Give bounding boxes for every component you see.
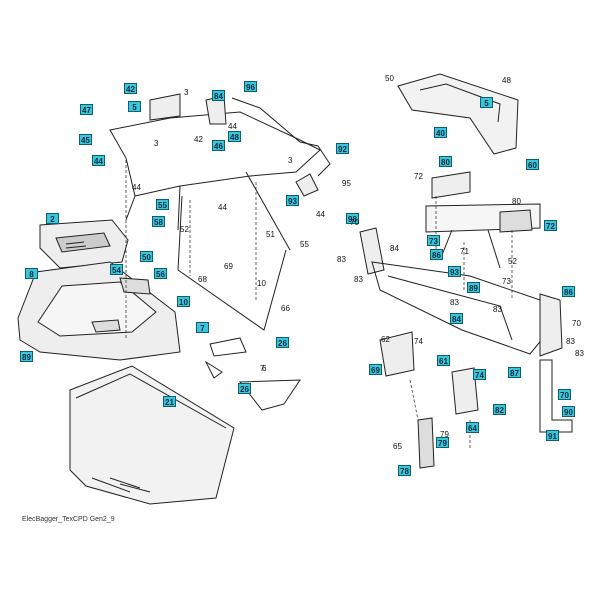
- mid-frame: [425, 171, 541, 269]
- callout-8: 8: [25, 268, 38, 279]
- callout-42: 42: [124, 83, 137, 94]
- callout-70: 70: [558, 389, 571, 400]
- callout-78: 78: [398, 465, 411, 476]
- callout-92: 92: [336, 143, 349, 154]
- callout-93: 93: [286, 195, 299, 206]
- callout-26-b: 26: [238, 383, 251, 394]
- label-73: 73: [502, 277, 511, 286]
- label-6: 6: [262, 364, 267, 373]
- label-83: 83: [566, 337, 575, 346]
- callout-72: 72: [544, 220, 557, 231]
- label-50: 50: [385, 74, 394, 83]
- callout-26: 26: [276, 337, 289, 348]
- callout-44: 44: [92, 155, 105, 166]
- top-bracket: [397, 73, 519, 155]
- callout-87: 87: [508, 367, 521, 378]
- hitch-frame: [359, 227, 563, 357]
- label-55: 55: [300, 240, 309, 249]
- label-3: 3: [184, 88, 189, 97]
- callout-86: 86: [430, 249, 443, 260]
- label-79: 79: [440, 430, 449, 439]
- label-95: 95: [342, 179, 351, 188]
- callout-61: 61: [437, 355, 450, 366]
- upper-frame: [109, 93, 331, 331]
- label-3: 3: [154, 139, 159, 148]
- label-44: 44: [132, 183, 141, 192]
- label-51: 51: [266, 230, 275, 239]
- label-70: 70: [572, 319, 581, 328]
- callout-89-b: 89: [467, 282, 480, 293]
- callout-79: 79: [436, 437, 449, 448]
- bag-lid: [39, 219, 129, 269]
- callout-58: 58: [152, 216, 165, 227]
- callout-82: 82: [493, 404, 506, 415]
- label-65: 65: [393, 442, 402, 451]
- callout-7: 7: [196, 322, 209, 333]
- callout-21: 21: [163, 396, 176, 407]
- callout-80: 80: [439, 156, 452, 167]
- callout-48: 48: [228, 131, 241, 142]
- label-84: 84: [390, 244, 399, 253]
- callout-10: 10: [177, 296, 190, 307]
- callout-56: 56: [154, 268, 167, 279]
- callout-74: 74: [473, 369, 486, 380]
- callout-5-b: 5: [480, 97, 493, 108]
- callout-40: 40: [434, 127, 447, 138]
- callout-64: 64: [466, 422, 479, 433]
- label-83: 83: [450, 298, 459, 307]
- lever-parts: [119, 277, 301, 411]
- label-42: 42: [194, 135, 203, 144]
- label-74: 74: [414, 337, 423, 346]
- label-83: 83: [337, 255, 346, 264]
- label-44: 44: [316, 210, 325, 219]
- label-52: 52: [180, 225, 189, 234]
- callout-2: 2: [46, 213, 59, 224]
- label-66: 66: [281, 304, 290, 313]
- callout-54: 54: [110, 264, 123, 275]
- callout-91: 91: [546, 430, 559, 441]
- label-44: 44: [218, 203, 227, 212]
- callout-46: 46: [212, 140, 225, 151]
- label-48: 48: [502, 76, 511, 85]
- label-10: 10: [257, 279, 266, 288]
- label-80: 80: [512, 197, 521, 206]
- label-72: 72: [414, 172, 423, 181]
- diagram-caption: ElecBagger_TexCPD Gen2_9: [22, 516, 115, 523]
- callout-89: 89: [20, 351, 33, 362]
- callout-84-b: 84: [450, 313, 463, 324]
- label-44: 44: [228, 122, 237, 131]
- label-3: 3: [288, 156, 293, 165]
- label-83: 83: [575, 349, 584, 358]
- label-69: 69: [224, 262, 233, 271]
- callout-60: 60: [526, 159, 539, 170]
- lower-parts: [379, 331, 573, 469]
- label-62: 62: [381, 335, 390, 344]
- label-52: 52: [508, 257, 517, 266]
- callout-69: 69: [369, 364, 382, 375]
- callout-93-b: 93: [448, 266, 461, 277]
- label-7: 7: [260, 364, 265, 373]
- callout-98: 98: [346, 213, 359, 224]
- label-68: 68: [198, 275, 207, 284]
- callout-55: 55: [156, 199, 169, 210]
- callout-5: 5: [128, 101, 141, 112]
- callout-86-b: 86: [562, 286, 575, 297]
- callout-73: 73: [427, 235, 440, 246]
- callout-50: 50: [140, 251, 153, 262]
- callout-90: 90: [562, 406, 575, 417]
- callout-96: 96: [244, 81, 257, 92]
- label-71: 71: [460, 247, 469, 256]
- label-70: 70: [350, 218, 359, 227]
- label-83: 83: [354, 275, 363, 284]
- grass-bin: [69, 365, 235, 505]
- callout-45: 45: [79, 134, 92, 145]
- callout-84: 84: [212, 90, 225, 101]
- callout-47: 47: [80, 104, 93, 115]
- label-83: 83: [493, 305, 502, 314]
